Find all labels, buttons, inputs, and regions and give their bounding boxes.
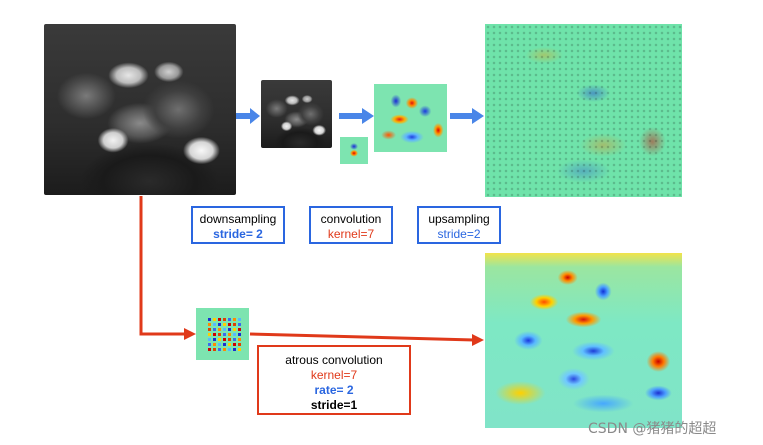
kernel-tap (228, 338, 231, 341)
atrous-stride: stride=1 (310, 398, 358, 412)
kernel-tap (213, 318, 216, 321)
kernel-tap (208, 348, 211, 351)
kernel-tap (213, 338, 216, 341)
kernel-tap (223, 328, 226, 331)
kernel-tap (213, 343, 216, 346)
convolution-kernel: kernel=7 (327, 227, 375, 241)
kernel-tap (238, 328, 241, 331)
kernel-tap (218, 333, 221, 336)
downsampling-box: downsampling stride= 2 (191, 206, 285, 244)
kernel-tap (223, 318, 226, 321)
kernel-tap (238, 338, 241, 341)
kernel-tap (208, 328, 211, 331)
upsampling-title: upsampling (428, 212, 490, 226)
kernel-tap (233, 328, 236, 331)
kernel-tap (228, 323, 231, 326)
kernel-tap (238, 348, 241, 351)
convolution-box: convolution kernel=7 (309, 206, 393, 244)
kernel-tap (228, 333, 231, 336)
atrous-rate: rate= 2 (314, 383, 354, 397)
kernel-tap (208, 333, 211, 336)
kernel-tap (233, 348, 236, 351)
convolution-title: convolution (320, 212, 382, 226)
small-kernel (340, 137, 368, 164)
kernel-tap (223, 333, 226, 336)
kernel-tap (223, 343, 226, 346)
kernel-tap (218, 318, 221, 321)
kernel-tap (213, 348, 216, 351)
kernel-tap (238, 318, 241, 321)
downsampling-stride: stride= 2 (213, 227, 263, 241)
kernel-tap (208, 343, 211, 346)
kernel-tap (213, 333, 216, 336)
blue-arrow-convolution (339, 108, 374, 124)
dilated-kernel (196, 308, 249, 360)
kernel-tap (238, 333, 241, 336)
kernel-tap (238, 343, 241, 346)
kernel-tap (223, 323, 226, 326)
kernel-tap (218, 343, 221, 346)
kernel-tap (208, 338, 211, 341)
downsampling-title: downsampling (199, 212, 277, 226)
kernel-tap (213, 323, 216, 326)
kernel-tap (233, 333, 236, 336)
kernel-tap (218, 323, 221, 326)
kernel-tap (228, 348, 231, 351)
blue-arrow-upsample (450, 108, 484, 124)
upsampling-box: upsampling stride=2 (417, 206, 501, 244)
kernel-tap (233, 318, 236, 321)
kernel-tap (228, 328, 231, 331)
atrous-kernel: kernel=7 (310, 368, 358, 382)
upsampling-stride: stride=2 (437, 227, 481, 241)
upsampled-feature-map (485, 24, 682, 197)
atrous-title: atrous convolution (285, 353, 383, 367)
kernel-tap (213, 328, 216, 331)
blue-arrow-downsample (236, 108, 260, 124)
kernel-tap (208, 318, 211, 321)
kernel-tap (228, 318, 231, 321)
kernel-tap (233, 323, 236, 326)
input-image-peppers (44, 24, 236, 195)
atrous-feature-map (485, 253, 682, 428)
kernel-tap (218, 348, 221, 351)
downsampled-image (261, 80, 332, 148)
kernel-tap (233, 338, 236, 341)
kernel-tap (218, 328, 221, 331)
low-res-feature-map (374, 84, 447, 152)
kernel-tap (208, 323, 211, 326)
kernel-tap (238, 323, 241, 326)
kernel-tap (218, 338, 221, 341)
atrous-convolution-box: atrous convolution kernel=7 rate= 2 stri… (257, 345, 411, 415)
watermark: CSDN @猪猪的超超 (588, 421, 717, 437)
red-arrow-atrous-path (139, 196, 484, 346)
dilated-kernel-dots (208, 318, 241, 351)
kernel-tap (233, 343, 236, 346)
kernel-tap (228, 343, 231, 346)
kernel-tap (223, 348, 226, 351)
kernel-tap (223, 338, 226, 341)
